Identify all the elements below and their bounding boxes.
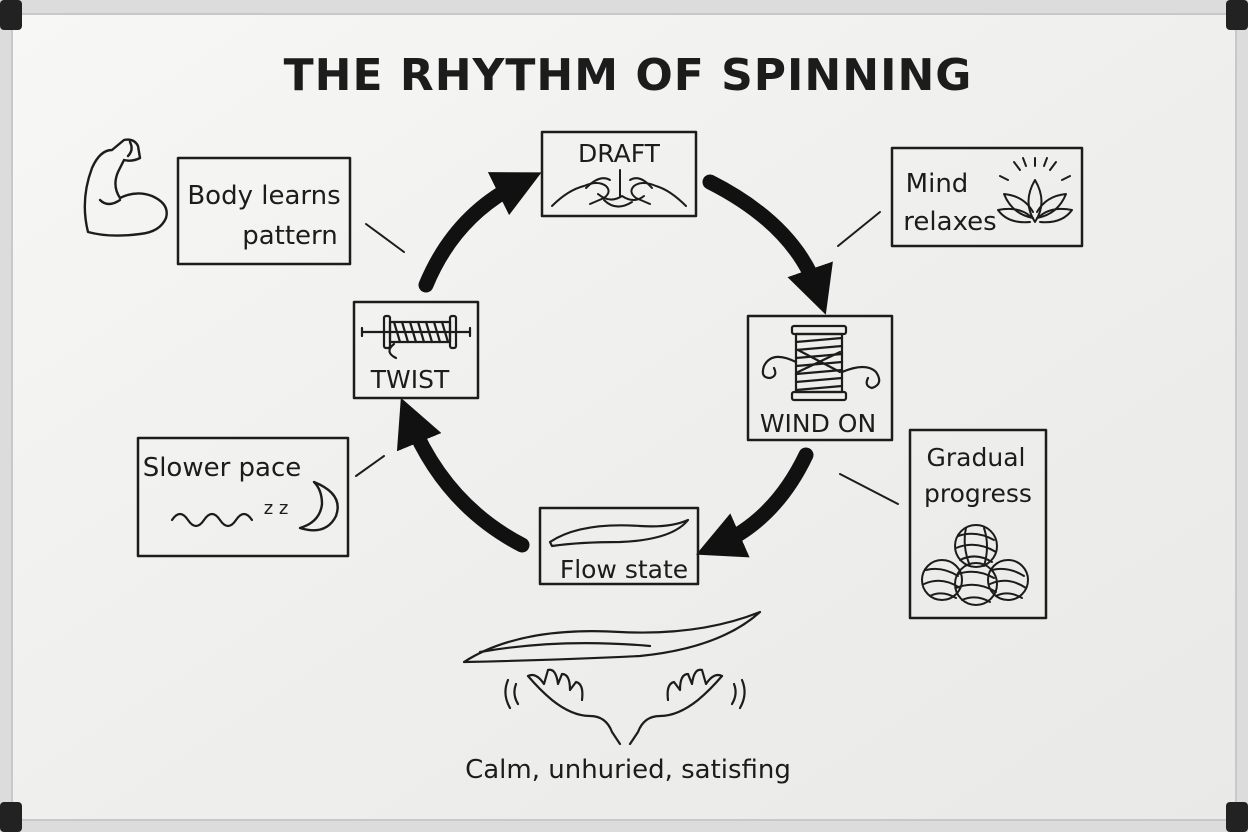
step-flow-state-label: Flow state bbox=[560, 555, 688, 584]
note-gradual-line2: progress bbox=[924, 479, 1032, 508]
note-zzz: z z bbox=[264, 498, 289, 519]
arrow-windon-to-flow bbox=[696, 447, 814, 558]
drafting-hands-icon bbox=[551, 169, 687, 208]
note-gradual-line1: Gradual bbox=[927, 443, 1026, 472]
corner-cap-tl bbox=[0, 0, 22, 30]
slow-wave-icon bbox=[170, 512, 254, 528]
corner-cap-tr bbox=[1226, 0, 1248, 30]
bottom-flow-ribbon-icon bbox=[462, 610, 762, 664]
note-mind-line2: relaxes bbox=[903, 207, 996, 237]
crescent-moon-icon bbox=[298, 480, 339, 532]
step-draft: DRAFT bbox=[540, 130, 698, 218]
lotus-icon bbox=[997, 157, 1073, 224]
note-mind-relaxes: Mind relaxes bbox=[837, 146, 1084, 248]
bobbin-icon bbox=[360, 314, 472, 360]
step-twist: TWIST bbox=[352, 300, 480, 400]
open-hands-icon bbox=[504, 668, 746, 746]
note-body-line1: Body learns bbox=[187, 181, 340, 211]
corner-cap-bl bbox=[0, 802, 22, 832]
corner-cap-br bbox=[1226, 802, 1248, 832]
step-wind-on: WIND ON bbox=[746, 314, 894, 442]
thread-spool-icon bbox=[761, 324, 881, 402]
arrow-draft-to-windon bbox=[702, 174, 833, 315]
flow-wave-icon bbox=[548, 518, 690, 548]
note-slower-text: Slower pace bbox=[143, 453, 302, 483]
flexed-arm-icon bbox=[83, 138, 168, 237]
diagram-title: THE RHYTHM OF SPINNING bbox=[284, 50, 973, 101]
step-wind-on-label: WIND ON bbox=[760, 409, 876, 438]
arrow-flow-to-twist bbox=[396, 397, 530, 553]
note-slower-pace: Slower pace z z bbox=[136, 436, 385, 558]
note-gradual-progress: Gradual progress bbox=[839, 428, 1048, 620]
cycle-arrows bbox=[396, 172, 833, 558]
note-mind-line1: Mind bbox=[906, 169, 969, 199]
arrow-twist-to-draft bbox=[418, 172, 542, 293]
note-body-learns: Body learns pattern bbox=[83, 138, 405, 266]
board-surface bbox=[11, 13, 1237, 821]
step-flow-state: Flow state bbox=[538, 506, 700, 586]
yarn-balls-icon bbox=[921, 524, 1029, 606]
note-body-line2: pattern bbox=[242, 221, 338, 251]
step-twist-label: TWIST bbox=[370, 365, 450, 394]
step-draft-label: DRAFT bbox=[578, 139, 661, 168]
bottom-caption: Calm, unhuried, satisfing bbox=[465, 755, 791, 785]
